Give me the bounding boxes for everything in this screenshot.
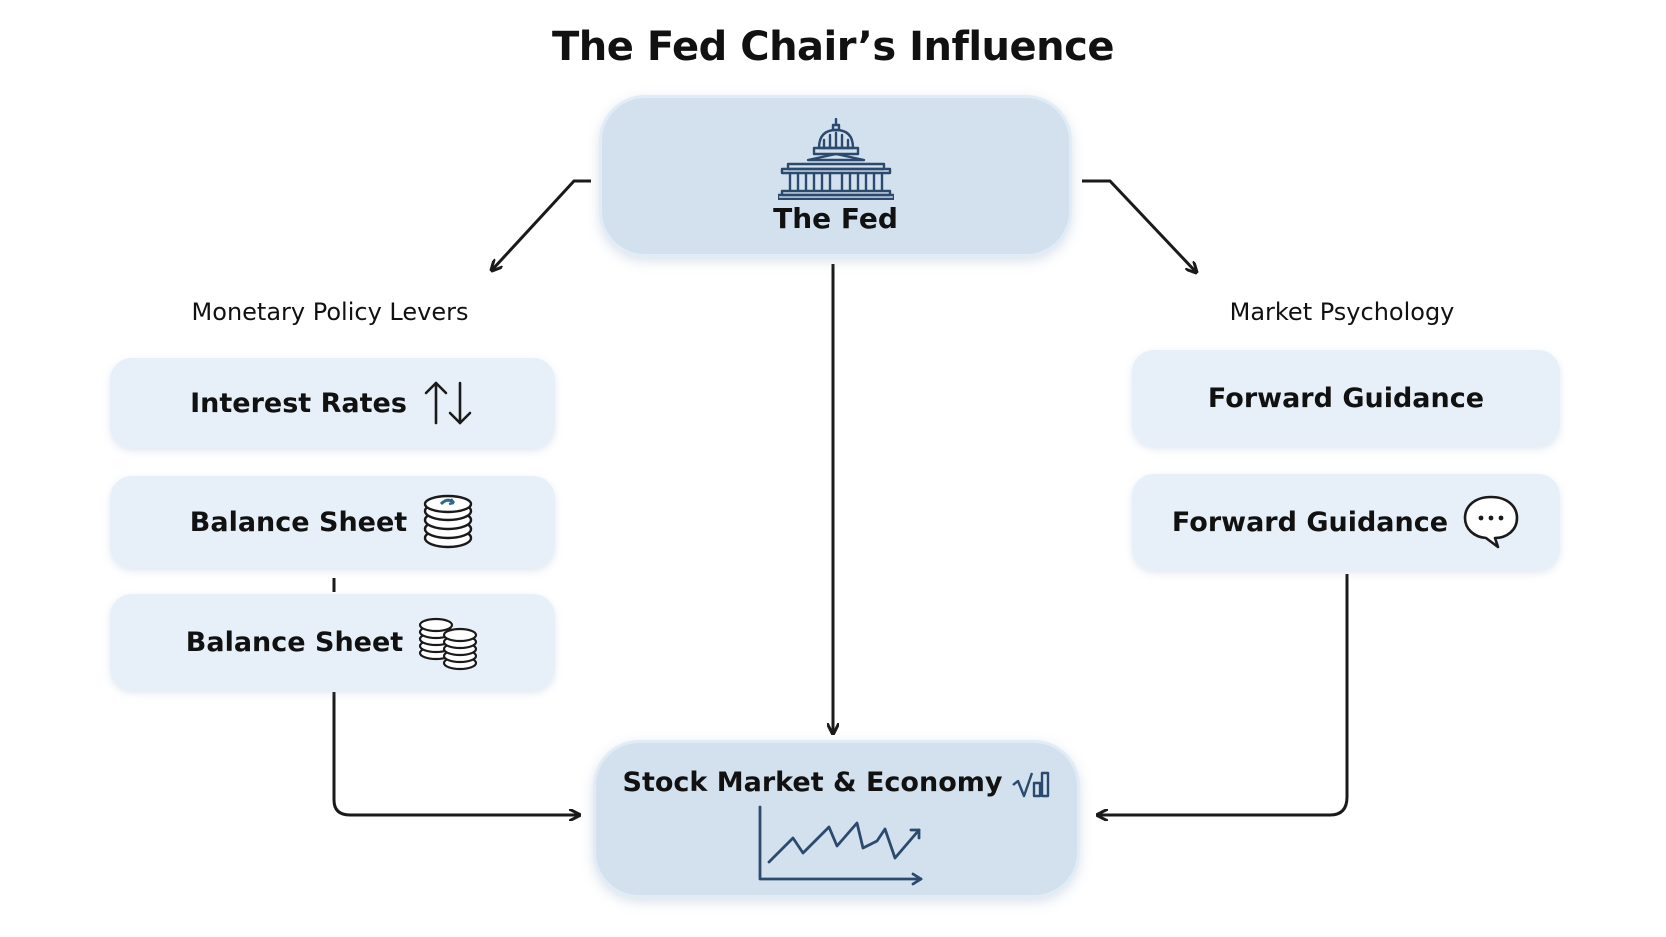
forward-guidance-node: Forward Guidance xyxy=(1132,350,1560,446)
rising-line-chart-icon xyxy=(745,801,929,887)
balance-sheet-node-2: Balance Sheet xyxy=(110,594,555,690)
market-signal-icon xyxy=(1012,765,1050,799)
up-down-arrows-icon xyxy=(421,379,475,427)
fed-label: The Fed xyxy=(773,201,898,235)
diagram-title: The Fed Chair’s Influence xyxy=(552,24,1114,70)
fed-node: The Fed xyxy=(599,95,1072,257)
balance-sheet-node: Balance Sheet xyxy=(110,476,555,568)
psychology-heading: Market Psychology xyxy=(1229,298,1455,326)
balance-sheet-label: Balance Sheet xyxy=(189,506,408,538)
coin-stacks-icon xyxy=(417,613,479,671)
arrow-fed-to-levers xyxy=(492,179,591,270)
capitol-building-icon xyxy=(777,117,894,200)
coin-stack-icon xyxy=(421,494,475,550)
levers-heading: Monetary Policy Levers xyxy=(191,298,469,326)
balance-sheet-label-2: Balance Sheet xyxy=(185,626,404,658)
market-node: Stock Market & Economy xyxy=(593,740,1080,898)
forward-guidance-label: Forward Guidance xyxy=(1207,382,1485,414)
forward-guidance-node-2: Forward Guidance xyxy=(1132,474,1560,570)
speech-bubble-icon xyxy=(1462,494,1520,550)
market-label: Stock Market & Economy xyxy=(622,766,1003,798)
arrow-levers-to-market xyxy=(332,692,579,815)
arrow-fed-to-psychology xyxy=(1082,179,1196,272)
arrow-psychology-to-market xyxy=(1098,574,1349,815)
interest-rates-label: Interest Rates xyxy=(190,387,407,419)
forward-guidance-label-2: Forward Guidance xyxy=(1171,506,1449,538)
market-title-row: Stock Market & Economy xyxy=(623,765,1051,799)
interest-rates-node: Interest Rates xyxy=(110,358,555,448)
